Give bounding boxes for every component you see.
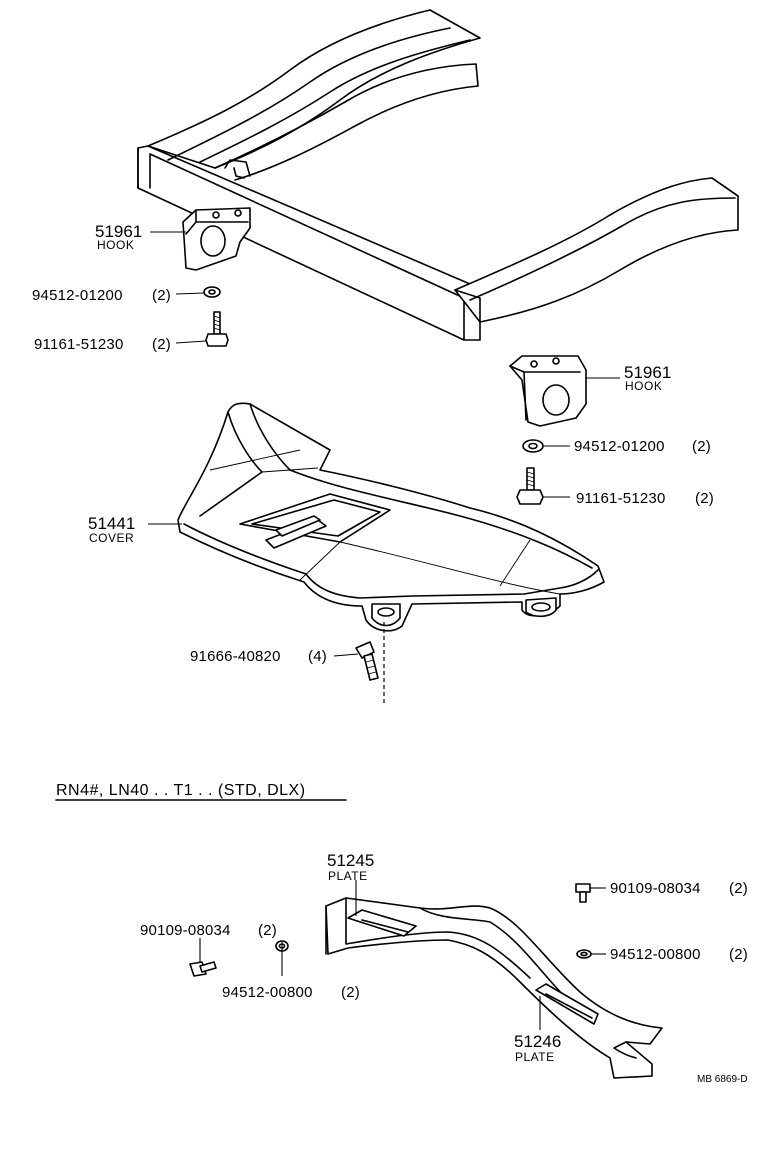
plate-front-number: 51245 [327,851,374,870]
plate-rear-callout: 51246 PLATE [514,1032,561,1064]
bolt-right-number: 91161-51230 [576,490,666,507]
washer-right-qty: (2) [692,438,711,455]
bolt-right-qty: (2) [695,490,714,507]
variant-label: RN4#, LN40 . . T1 . . (STD, DLX) [56,782,306,799]
screw-qty: (4) [308,648,327,665]
bolt-plate-left-number: 90109-08034 [140,922,231,939]
bolt-plate-right-number: 90109-08034 [610,880,701,897]
bolt-plate-right-qty: (2) [729,880,748,897]
vehicle-frame [137,9,739,341]
leader-lines [148,231,620,1030]
washer-right-drawing [522,439,544,453]
hook-left-name: HOOK [97,238,134,252]
hook-right-name: HOOK [625,379,662,393]
washer-plate-right-number: 94512-00800 [610,946,701,963]
hook-right-drawing [509,355,587,427]
cover-drawing [177,402,605,632]
washer-plate-right-callout: 94512-00800 (2) [610,946,748,963]
washer-plate-right-qty: (2) [729,946,748,963]
washer-left-qty: (2) [152,287,171,304]
hook-left-drawing [182,207,251,271]
washer-left-callout: 94512-01200 (2) [32,287,171,304]
bolt-plate-left-callout: 90109-08034 (2) [140,922,277,939]
hook-left-callout: 51961 HOOK [95,222,142,252]
plate-rear-number: 51246 [514,1032,561,1051]
plate-front-name: PLATE [328,869,368,883]
bolt-right-callout: 91161-51230 (2) [576,490,714,507]
washer-plate-left-number: 94512-00800 [222,984,313,1001]
screw-number: 91666-40820 [190,648,281,665]
washer-plate-left-qty: (2) [341,984,360,1001]
washer-plate-left-callout: 94512-00800 (2) [222,984,360,1001]
bolt-right-drawing [516,467,544,505]
bolt-left-qty: (2) [152,336,171,353]
washer-left-drawing [203,286,221,298]
cover-number: 51441 [88,514,135,533]
cover-name: COVER [89,531,134,545]
plates-drawing [325,897,663,1079]
washer-right-number: 94512-01200 [574,438,665,455]
bolt-plate-left-qty: (2) [258,922,277,939]
screw-drawing [355,622,385,704]
hook-left-number: 51961 [95,222,142,241]
washer-right-callout: 94512-01200 (2) [574,438,711,455]
drawing-reference: MB 6869-D [697,1074,748,1085]
plate-rear-name: PLATE [515,1050,555,1064]
washer-plate-right-drawing [576,949,592,959]
cover-callout: 51441 COVER [88,514,135,545]
bolt-plate-right-drawing [575,883,591,903]
hook-right-callout: 51961 HOOK [624,363,671,393]
plate-front-callout: 51245 PLATE [327,851,374,883]
bolt-plate-left-drawing [189,961,217,977]
hook-right-number: 51961 [624,363,671,382]
variant-heading: RN4#, LN40 . . T1 . . (STD, DLX) [55,782,347,801]
washer-left-number: 94512-01200 [32,287,123,304]
bolt-left-callout: 91161-51230 (2) [34,336,171,353]
screw-callout: 91666-40820 (4) [190,648,327,665]
bolt-left-drawing [205,311,229,347]
bolt-left-number: 91161-51230 [34,336,124,353]
bolt-plate-right-callout: 90109-08034 (2) [610,880,748,897]
